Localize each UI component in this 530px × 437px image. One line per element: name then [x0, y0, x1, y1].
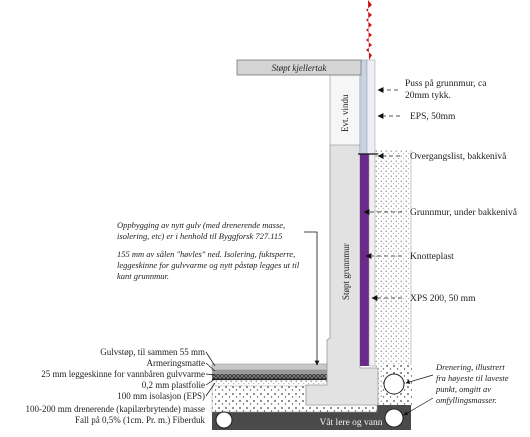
label-kjellertak: Støpt kjellertak — [272, 63, 328, 73]
label-leggeskinne: 25 mm leggeskinne for vannbåren gulvvarm… — [41, 369, 205, 379]
label-puss-1: Puss på grunnmur, ca — [405, 78, 487, 89]
label-overgangslist: Overgangslist, bakkenivå — [410, 151, 507, 162]
label-vaat-lere: Våt lere og vann — [319, 417, 382, 428]
label-grunnmur-under: Grunnmur, under bakkenivå — [410, 207, 518, 218]
plastic-foil-layer — [212, 378, 327, 380]
label-drenering-2: fra høyeste til laveste — [436, 373, 509, 383]
label-armering: Armeringsmatte — [147, 358, 205, 368]
note-line-1: Oppbygging av nytt gulv (med drenerende … — [117, 220, 285, 230]
note-line-3: 155 mm av sålen "høvles" ned. Isolering,… — [117, 249, 295, 259]
drain-leader-2 — [403, 397, 434, 416]
label-puss-2: 20mm tykk. — [405, 91, 451, 101]
label-vindu: Evt. vindu — [340, 94, 350, 132]
label-drenering-3: punkt, omgitt av — [435, 384, 491, 394]
label-fall: Fall på 0,5% (1cm. Pr. m.) Fiberduk — [75, 415, 205, 425]
label-grunnmur-vertical: Støpt grunnmur — [341, 243, 351, 300]
soil-fill — [375, 150, 411, 405]
drain-pipe-outer — [383, 373, 405, 395]
label-drenering-1: Drenering, illustrert — [435, 362, 505, 372]
xps-strip — [368, 153, 376, 367]
label-drenerende: 100-200 mm drenerende (kapilærbrytende) … — [26, 404, 205, 414]
note-leader — [304, 231, 320, 366]
red-break-line — [366, 0, 372, 60]
note-line-4: leggeskinne for gulvvarme og nytt påstøp… — [117, 260, 300, 270]
label-eps50: EPS, 50mm — [410, 112, 456, 122]
label-drenering-4: omfyllingsmasser. — [436, 395, 497, 405]
reinforcement-layer — [212, 370, 327, 374]
label-xps: XPS 200, 50 mm — [410, 294, 476, 304]
floor-cast-layer — [211, 363, 328, 371]
wet-clay-left — [212, 412, 308, 430]
label-plastfolie: 0,2 mm plastfolie — [142, 380, 205, 390]
drain-pipe-low — [384, 408, 404, 428]
heating-rail-layer — [212, 374, 327, 379]
drain-pipe-inner — [215, 411, 233, 429]
drain-leader-1 — [405, 374, 434, 384]
dimple-membrane — [360, 154, 369, 366]
note-line-5: kant grunnmur. — [117, 271, 169, 281]
label-gulvstop: Gulvstøp, til sammen 55 mm — [100, 347, 205, 357]
ceiling-slab — [236, 59, 362, 76]
note-line-2: isolering, etc) er i henhold til Byggfor… — [117, 231, 282, 241]
eps-strip — [366, 59, 376, 155]
label-knotteplast: Knotteplast — [410, 252, 454, 262]
label-isolasjon: 100 mm isolasjon (EPS) — [117, 391, 205, 401]
